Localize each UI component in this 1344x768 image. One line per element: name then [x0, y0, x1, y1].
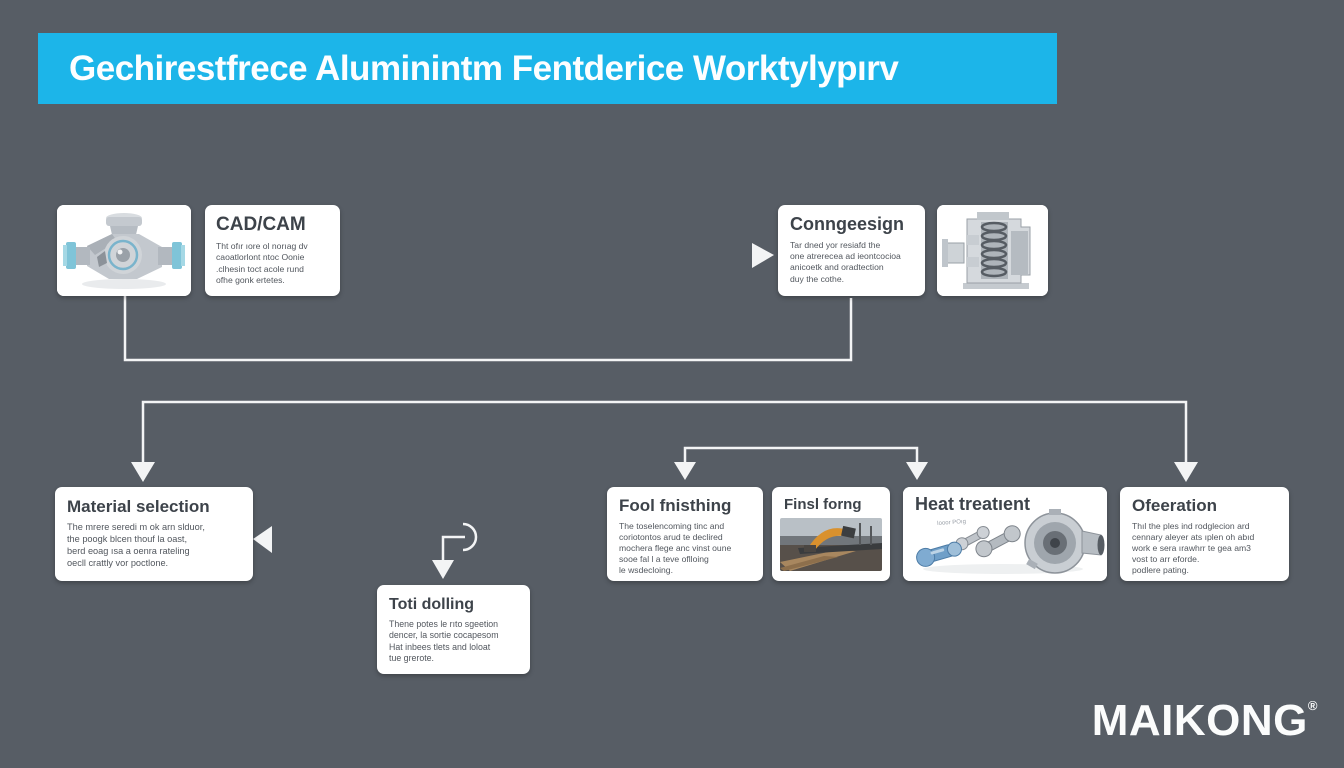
- material-selection-title: Material selection: [67, 497, 210, 516]
- tooling-hook-curve: [462, 522, 478, 552]
- u-connector-line: [123, 296, 853, 362]
- tool-dolling-body: Thene potes le rıto sgeetion dencer, la …: [389, 618, 499, 664]
- right-pointer-triangle: [752, 243, 774, 268]
- finishing-box: Fool fnisthing The toselencoming tinc an…: [607, 487, 763, 581]
- conngesign-body: Tar dned yor resiafd the one atrerecea a…: [790, 239, 901, 284]
- conngesign-box: Conngeesign Tar dned yor resiafd the one…: [778, 205, 925, 296]
- operation-box: Ofeeration Thıl the ples ind rodglecion …: [1120, 487, 1289, 581]
- registered-mark: ®: [1307, 698, 1318, 713]
- maikong-logo-text: MAIKONG: [1091, 696, 1308, 745]
- cadcam-title: CAD/CAM: [216, 214, 306, 235]
- cutaway-spring-image: [937, 205, 1048, 296]
- maikong-logo: MAIKONG®: [1092, 696, 1318, 746]
- material-selection-box: Material selection The mrere seredi m ok…: [55, 487, 253, 581]
- cadcam-box: CAD/CAM Tht ofır ıore ol norıag dv caoat…: [205, 205, 340, 296]
- metal-components-illustration: [903, 487, 1107, 581]
- cadcam-body: Tht ofır ıore ol norıag dv caoatlorlont …: [216, 240, 308, 285]
- heat-treatment-box: Heat treatıent Iooor POıg: [903, 487, 1107, 581]
- heat-treatment-title: Heat treatıent: [915, 494, 1031, 514]
- finishing-title: Fool fnisthing: [619, 496, 732, 515]
- gearbox-part-illustration: [57, 205, 191, 296]
- robot-arm-workshop-image: [780, 517, 882, 571]
- cutaway-spring-illustration: [937, 205, 1048, 296]
- page-title: Gechirestfrece Aluminintm Fentderice Wor…: [69, 48, 899, 88]
- robot-arm-workshop-illustration: [780, 517, 882, 571]
- gearbox-part-image: [57, 205, 191, 296]
- conngesign-title: Conngeesign: [790, 214, 905, 234]
- arrowhead-heat: [906, 462, 928, 480]
- material-selection-body: The mrere seredi m ok arn slduor, the po…: [67, 521, 205, 568]
- arrowhead-finishing: [674, 462, 696, 480]
- arrowhead-operation: [1174, 462, 1198, 482]
- operation-title: Ofeeration: [1132, 496, 1218, 515]
- left-pointer-triangle: [253, 526, 272, 553]
- tool-dolling-box: Toti dolling Thene potes le rıto sgeetio…: [377, 585, 530, 674]
- forging-box: Finsl forng: [772, 487, 890, 581]
- finishing-body: The toselencoming tinc and coriotontos a…: [619, 520, 732, 576]
- tooling-elbow-line: [441, 535, 465, 562]
- forging-title: Finsl forng: [784, 496, 862, 513]
- title-bar: Gechirestfrece Aluminintm Fentderice Wor…: [38, 33, 1057, 104]
- arrowhead-tooling: [432, 560, 454, 579]
- main-distribution-line: [141, 400, 1188, 466]
- tool-dolling-title: Toti dolling: [389, 596, 475, 613]
- sub-bracket-line: [683, 446, 919, 466]
- operation-body: Thıl the ples ind rodglecion ard cennary…: [1132, 520, 1255, 576]
- arrowhead-material: [131, 462, 155, 482]
